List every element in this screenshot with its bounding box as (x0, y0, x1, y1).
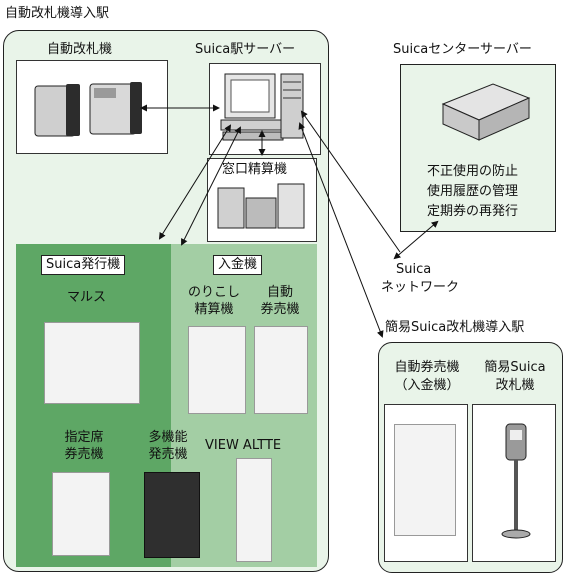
mars-label: マルス (67, 290, 107, 305)
multi-photo (144, 472, 200, 558)
issuing-header: Suica発行機 (41, 255, 126, 275)
multi-label-2: 発売機 (148, 447, 188, 462)
auto-ticket-label-2: 券売機 (260, 302, 300, 317)
multi-label-1: 多機能 (148, 430, 188, 445)
gate-label: 自動改札機 (47, 42, 113, 57)
reserved-label-1: 指定席 (64, 430, 104, 445)
simple-gate-label-2: 改札機 (495, 378, 535, 393)
network-label-1: Suica (396, 262, 432, 277)
auto-ticket-label-1: 自動 (266, 285, 293, 300)
function-fraud: 不正使用の防止 (427, 164, 519, 179)
simple-auto-ticket-label-2: （入金機） (394, 378, 460, 393)
simple-station-title: 簡易Suica改札機導入駅 (385, 320, 525, 335)
station-title: 自動改札機導入駅 (5, 6, 110, 21)
gate-illustration (34, 82, 142, 137)
simple-auto-ticket-photo (394, 424, 456, 536)
norikoshi-photo (188, 326, 246, 414)
simple-auto-ticket-label-1: 自動券売機 (394, 360, 460, 375)
norikoshi-label-2: 精算機 (194, 302, 234, 317)
view-altte-photo (236, 458, 272, 562)
function-reissue: 定期券の再発行 (427, 204, 519, 219)
reserved-photo (52, 472, 110, 556)
server-illustration (220, 73, 304, 141)
mars-photo (44, 322, 140, 404)
simple-gate-illustration (501, 423, 531, 539)
reserved-label-2: 券売機 (64, 447, 104, 462)
center-server-label: Suicaセンターサーバー (393, 42, 532, 57)
deposit-header: 入金機 (213, 255, 263, 275)
center-server-illustration (441, 83, 531, 141)
function-history: 使用履歴の管理 (427, 184, 519, 199)
norikoshi-label-1: のりこし (187, 285, 240, 300)
network-label-2: ネットワーク (381, 280, 460, 295)
view-altte-label: VIEW ALTTE (205, 438, 282, 453)
simple-gate-label-1: 簡易Suica (484, 360, 546, 375)
server-label: Suica駅サーバー (195, 42, 296, 57)
auto-ticket-photo (254, 326, 308, 414)
